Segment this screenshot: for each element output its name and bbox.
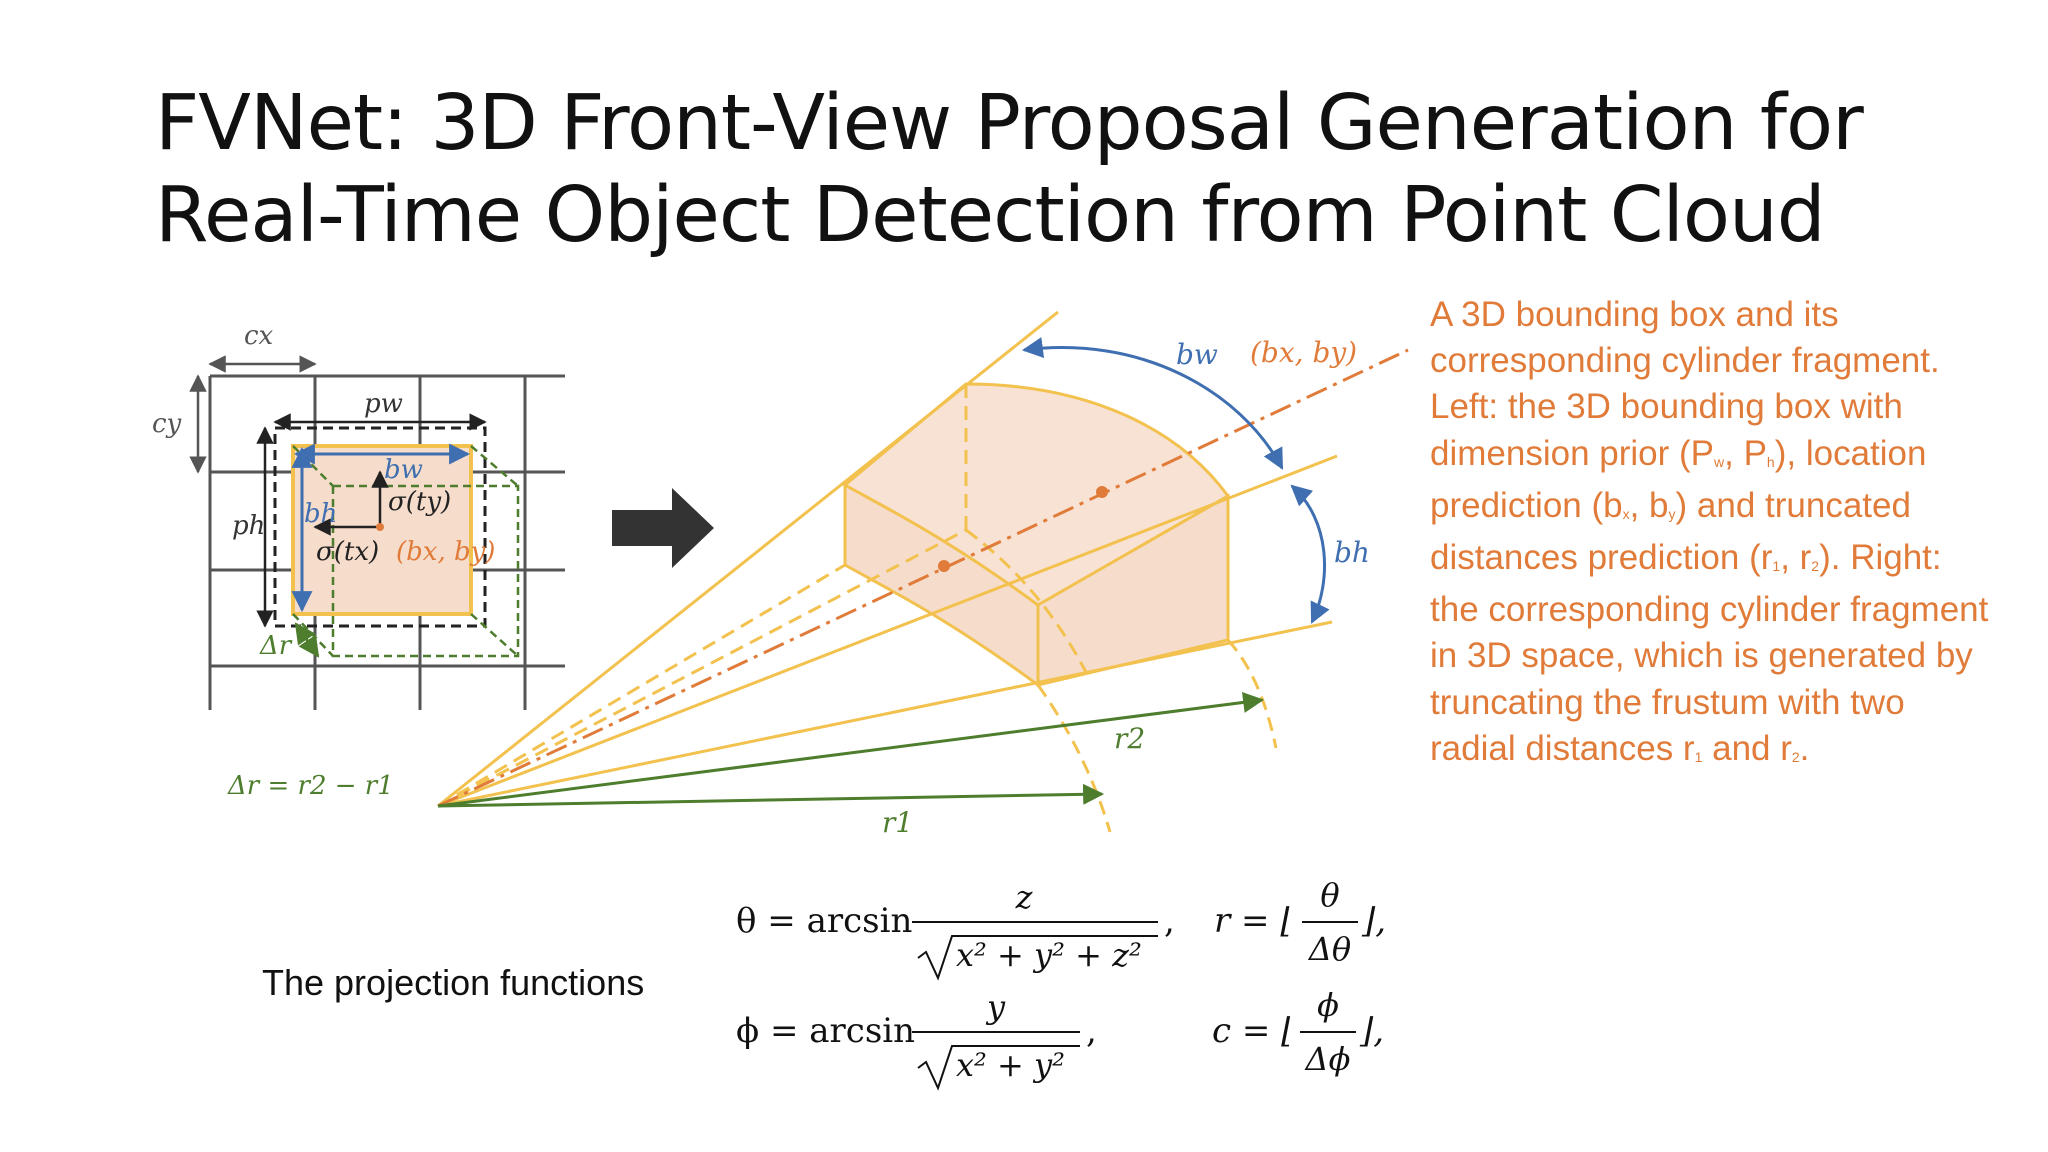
eq-theta-lhs: θ = arcsin [736, 901, 912, 941]
eq-theta-sqrt [917, 935, 1158, 981]
label-delta-r: Δr [259, 631, 293, 661]
label-delta-r-equation: Δr = r2 − r1 [227, 771, 394, 801]
caption-subscript: h [1766, 453, 1775, 470]
eq-phi-sqrt [917, 1045, 1080, 1091]
label-pw: pw [364, 389, 403, 419]
caption-text: A 3D bounding box and its corresponding … [1430, 295, 1940, 473]
outer-arc [1226, 638, 1278, 749]
label-bxby: (bx, by) [1250, 336, 1357, 369]
label-bxby: (bx, by) [396, 537, 495, 567]
caption-text: , r [1780, 538, 1812, 578]
eq-c-lhs: c = ⌊ [1212, 1011, 1294, 1051]
caption-text: , P [1724, 433, 1767, 473]
eq-r-num: θ [1320, 876, 1339, 914]
caption-subscript: y [1668, 505, 1676, 522]
eq-c-den: Δϕ [1304, 1040, 1351, 1078]
inner-arc-back [965, 528, 1092, 681]
caption-text: ) and truncated distances prediction (r [1430, 485, 1911, 578]
bw-arc-arrow [1021, 337, 1284, 470]
caption-text: , b [1629, 485, 1669, 525]
caption-subscript: 1 [1694, 748, 1703, 765]
caption-subscript: 2 [1811, 558, 1820, 575]
label-r2: r2 [1114, 722, 1145, 755]
label-bw: bw [1176, 338, 1218, 371]
label-bh: bh [304, 499, 337, 529]
label-cx: cx [244, 321, 274, 351]
r2-arrow [437, 691, 1265, 808]
cylinder-fragment-diagram: bw (bx, by) bh r2 r1 [437, 310, 1409, 839]
eq-comma: , [1164, 901, 1175, 941]
slide-title: FVNet: 3D Front-View Proposal Generation… [155, 78, 1955, 262]
eq-theta-num: z [1015, 878, 1034, 916]
delta-r-arrow [294, 622, 320, 658]
figure-caption: A 3D bounding box and its corresponding … [1430, 292, 1990, 778]
eq-phi-num: y [985, 988, 1006, 1026]
caption-text: . [1799, 728, 1810, 768]
eq-c-close: ⌋, [1359, 1011, 1384, 1051]
label-sigma-ty: σ(ty) [388, 487, 451, 517]
caption-text: ), location prediction (b [1430, 433, 1927, 525]
bh-arc-arrow [1290, 484, 1330, 624]
title-line-1: FVNet: 3D Front-View Proposal Generation… [155, 79, 1864, 168]
center-point-near [938, 560, 950, 572]
caption-text: ). Right: the corresponding cylinder fra… [1430, 538, 1989, 768]
eq-r-close: ⌋, [1361, 901, 1386, 941]
center-point-far [1096, 486, 1108, 498]
caption-text: and r [1702, 728, 1792, 768]
projection-functions-label: The projection functions [262, 962, 645, 1003]
title-line-2: Real-Time Object Detection from Point Cl… [155, 171, 1826, 260]
label-r1: r1 [882, 806, 913, 839]
label-ph: ph [232, 511, 265, 541]
projection-equations: θ = arcsin z x² + y² + z² , r = ⌊ θ Δθ ⌋… [736, 876, 1386, 1091]
label-bh: bh [1334, 536, 1370, 569]
caption-subscript: 1 [1772, 558, 1781, 575]
eq-phi-lhs: ϕ = arcsin [736, 1011, 915, 1051]
caption-subscript: x [1622, 505, 1630, 522]
transform-arrow-icon [612, 488, 714, 568]
r1-arrow [437, 783, 1105, 808]
caption-subscript: 2 [1791, 748, 1800, 765]
eq-theta-den: x² + y² + z² [956, 936, 1142, 974]
inner-arc [1036, 684, 1112, 833]
box-center-point [376, 523, 384, 531]
eq-r-den: Δθ [1307, 930, 1351, 968]
label-bw: bw [384, 455, 423, 485]
eq-comma: , [1086, 1011, 1097, 1051]
caption-subscript: w [1714, 453, 1725, 470]
frustum-rays [437, 310, 1338, 808]
eq-c-num: ϕ [1317, 986, 1339, 1024]
label-cy: cy [152, 409, 182, 439]
eq-phi-den: x² + y² [956, 1046, 1065, 1084]
anchor-grid-diagram: cx cy pw ph bw bh σ(ty) σ(tx) (bx, by) Δ… [152, 321, 565, 801]
label-sigma-tx: σ(tx) [316, 537, 379, 567]
eq-r-lhs: r = ⌊ [1214, 901, 1294, 941]
